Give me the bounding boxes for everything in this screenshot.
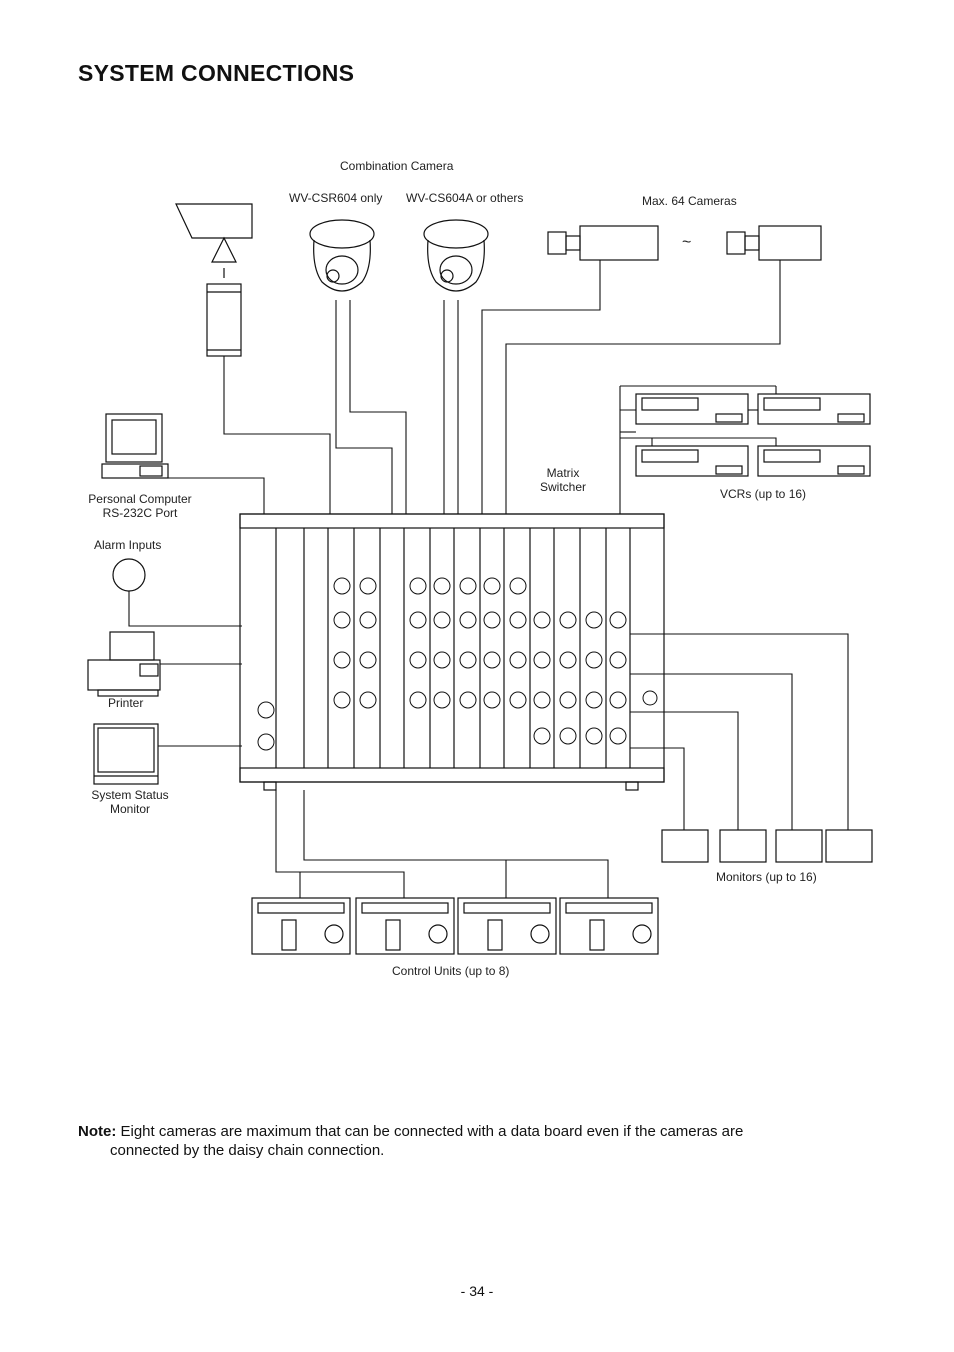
vcr-3 bbox=[635, 445, 749, 477]
control-unit-2 bbox=[355, 897, 455, 955]
matrix-label: Matrix bbox=[546, 466, 580, 480]
vcr-4 bbox=[757, 445, 871, 477]
status-monitor bbox=[93, 723, 159, 785]
control-unit-1 bbox=[251, 897, 351, 955]
pan-tilt-triangle bbox=[211, 236, 237, 263]
page-number: - 34 - bbox=[460, 1283, 494, 1299]
control-unit-4 bbox=[559, 897, 659, 955]
printer-label: Printer bbox=[108, 696, 144, 710]
note-text-line1: Eight cameras are maximum that can be co… bbox=[120, 1123, 744, 1140]
wv-cs604a-label: WV-CS604A or others bbox=[406, 191, 524, 205]
tilde-label: ~ bbox=[682, 234, 692, 251]
printer-device bbox=[87, 631, 161, 697]
vcr-1 bbox=[635, 393, 749, 425]
personal-computer-label: Personal Computer bbox=[88, 492, 192, 506]
receiver-box bbox=[206, 283, 242, 357]
note-label: Note: bbox=[78, 1123, 117, 1140]
box-camera-1 bbox=[547, 225, 659, 261]
switcher-label: Switcher bbox=[539, 480, 586, 494]
pan-tilt-housing bbox=[175, 203, 253, 239]
control-unit-3 bbox=[457, 897, 557, 955]
box-camera-2 bbox=[726, 225, 822, 261]
vcr-2 bbox=[757, 393, 871, 425]
personal-computer bbox=[101, 413, 169, 479]
wv-csr604-label: WV-CSR604 only bbox=[289, 191, 383, 205]
monitor-1 bbox=[661, 829, 709, 863]
note-text-line2: connected by the daisy chain connection. bbox=[110, 1142, 385, 1159]
connection-lines bbox=[128, 260, 849, 898]
control-units-label: Control Units (up to 8) bbox=[392, 964, 510, 978]
note-paragraph: Note: Eight cameras are maximum that can… bbox=[78, 1123, 878, 1141]
alarm-inputs-label: Alarm Inputs bbox=[94, 538, 162, 552]
system-status-label: System Status bbox=[91, 788, 169, 802]
matrix-switcher bbox=[239, 513, 665, 791]
max-cameras-label: Max. 64 Cameras bbox=[642, 194, 737, 208]
alarm-input bbox=[112, 558, 146, 592]
page-title: SYSTEM CONNECTIONS bbox=[78, 60, 355, 86]
system-status-monitor-label: Monitor bbox=[109, 802, 150, 816]
monitor-3 bbox=[775, 829, 823, 863]
rs232c-label: RS-232C Port bbox=[102, 506, 178, 520]
vcrs-label: VCRs (up to 16) bbox=[720, 487, 807, 501]
monitors-label: Monitors (up to 16) bbox=[716, 870, 817, 884]
monitor-4 bbox=[825, 829, 873, 863]
monitor-2 bbox=[719, 829, 767, 863]
dome-camera-left bbox=[309, 219, 375, 292]
dome-camera-right bbox=[423, 219, 489, 292]
rack-bnc-connectors bbox=[257, 577, 658, 751]
combination-camera-label: Combination Camera bbox=[340, 159, 454, 173]
